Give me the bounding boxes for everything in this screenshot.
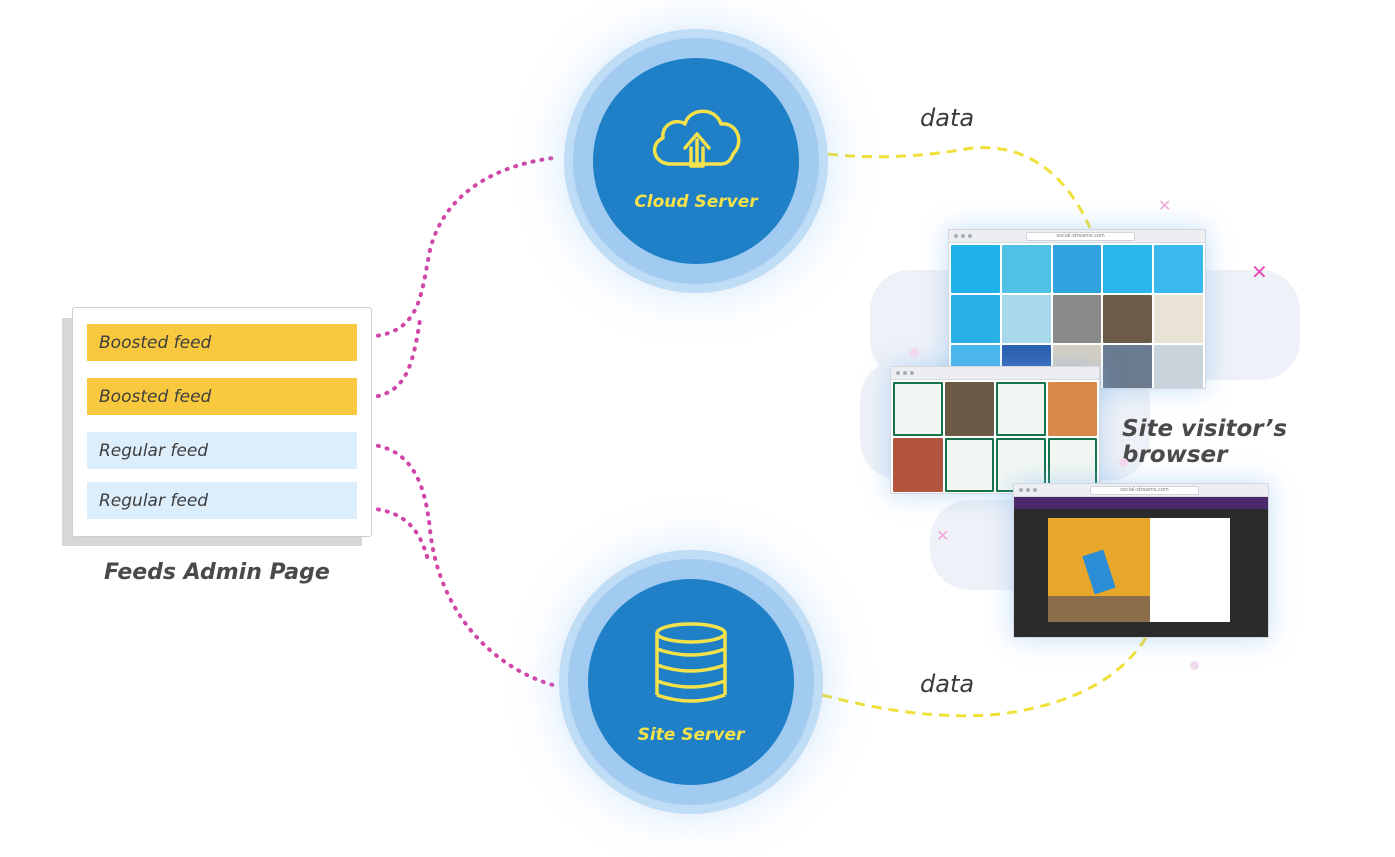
grid-tile	[1154, 345, 1203, 388]
grid-tile	[1154, 245, 1203, 293]
browser-window-grid: social-streams.com	[948, 229, 1206, 389]
grid-tile	[1052, 245, 1102, 293]
browser-url: social-streams.com	[1090, 486, 1199, 495]
feed-card	[1047, 382, 1097, 436]
sparkle-icon: ✕	[1158, 196, 1172, 215]
cloud-server-label: Cloud Server	[634, 192, 758, 212]
popup-photo	[1048, 518, 1150, 622]
data-label-bottom: data	[920, 670, 975, 698]
decor-dot	[1190, 661, 1199, 670]
site-server-node: Site Server	[588, 579, 794, 785]
feed-label: Boosted feed	[99, 386, 212, 407]
browser-window-popup: social-streams.com	[1013, 483, 1269, 638]
regular-link-1	[358, 442, 555, 687]
feed-card	[893, 438, 943, 492]
grid-tile	[1103, 345, 1153, 388]
grid-tile	[1001, 245, 1051, 293]
feed-label: Regular feed	[99, 490, 209, 511]
grid-tile	[1052, 295, 1102, 343]
site-navbar	[1014, 497, 1268, 509]
data-link-top	[827, 146, 1092, 229]
feed-card	[944, 438, 994, 492]
feed-cards	[891, 380, 1099, 493]
boosted-link-1	[358, 156, 555, 339]
sparkle-icon: ✕	[1251, 260, 1268, 284]
cloud-server-node: Cloud Server	[593, 58, 799, 264]
feeds-admin-panel: Boosted feed Boosted feed Regular feed R…	[72, 307, 372, 537]
sparkle-icon: ✕	[936, 526, 950, 545]
visitor-caption: Site visitor’s browser	[1122, 416, 1288, 468]
feed-item-boosted[interactable]: Boosted feed	[87, 324, 357, 361]
cloud-upload-icon	[652, 109, 741, 168]
feed-card	[996, 382, 1046, 436]
grid-tile	[1001, 295, 1051, 343]
feed-item-regular[interactable]: Regular feed	[87, 482, 357, 519]
feed-card	[944, 382, 994, 436]
browser-toolbar	[891, 367, 1099, 380]
feed-item-regular[interactable]: Regular feed	[87, 432, 357, 469]
browser-window-feed	[890, 366, 1100, 494]
popup-comments	[1150, 518, 1230, 622]
decor-dot	[1119, 458, 1128, 467]
feed-label: Regular feed	[99, 440, 209, 461]
decor-dot	[910, 348, 919, 357]
feed-card	[893, 382, 943, 436]
grid-tile	[1103, 245, 1153, 293]
browser-toolbar: social-streams.com	[1014, 484, 1268, 497]
data-label-top: data	[920, 104, 975, 132]
site-server-label: Site Server	[637, 725, 745, 745]
grid-tile	[1154, 295, 1203, 343]
grid-tile	[1103, 295, 1153, 343]
admin-caption: Feeds Admin Page	[104, 560, 330, 585]
database-icon	[655, 622, 727, 703]
data-link-bottom	[821, 635, 1149, 718]
grid-tile	[951, 295, 1000, 343]
browser-url: social-streams.com	[1025, 232, 1136, 241]
feed-label: Boosted feed	[99, 332, 212, 353]
feed-item-boosted[interactable]: Boosted feed	[87, 378, 357, 415]
browser-toolbar: social-streams.com	[949, 230, 1205, 243]
grid-tile	[951, 245, 1000, 293]
